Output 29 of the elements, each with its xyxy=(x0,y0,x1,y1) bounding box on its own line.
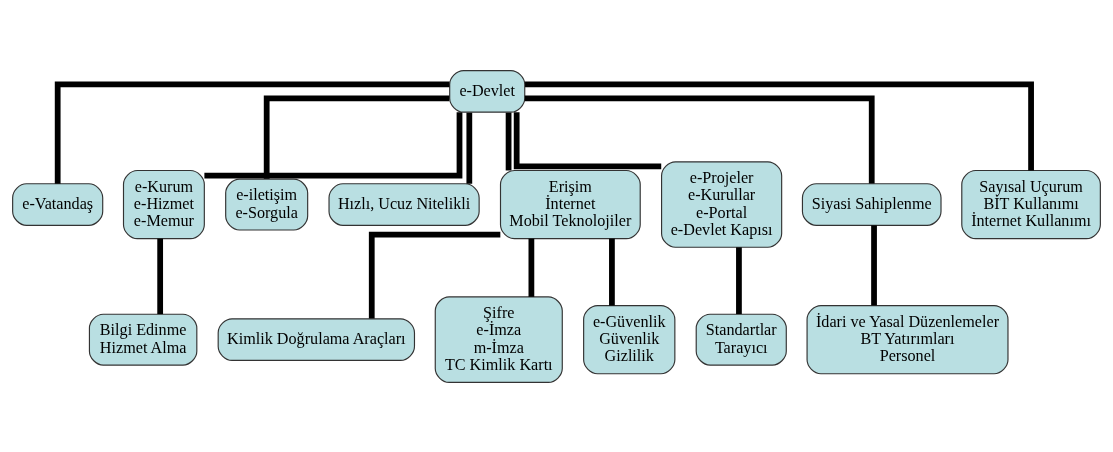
node-box: Şifre e-İmza m-İmza TC Kimlik Kartı xyxy=(434,295,563,383)
connector xyxy=(157,238,164,314)
node-box: e-Devlet xyxy=(449,69,526,113)
connector xyxy=(505,112,512,170)
connector xyxy=(609,238,615,306)
connector xyxy=(524,94,875,184)
connector xyxy=(263,94,450,179)
connector xyxy=(525,81,1034,170)
node-box: Hızlı, Ucuz Nitelikli xyxy=(328,182,480,226)
connector xyxy=(736,246,742,314)
node-box: Siyasi Sahiplenme xyxy=(801,182,942,226)
node-box: Bilgi Edinme Hizmet Alma xyxy=(88,313,198,366)
connector xyxy=(513,111,662,169)
node-box: e-Kurum e-Hizmet e-Memur xyxy=(122,169,205,239)
node-box: Erişim İnternet Mobil Teknolojiler xyxy=(499,169,641,239)
connector xyxy=(466,112,473,184)
connector xyxy=(204,111,463,179)
node-box: İdari ve Yasal Düzenlemeler BT Yatırımları Personel xyxy=(806,304,1009,374)
connector xyxy=(54,81,450,184)
node-box: e-Projeler e-Kurullar e-Portal e-Devlet Kapısı xyxy=(661,160,783,248)
connector xyxy=(871,224,877,305)
node-box: e-iletişim e-Sorgula xyxy=(225,178,309,231)
node-box: Standartlar Tarayıcı xyxy=(695,313,787,366)
node-box: Kimlik Doğrulama Araçları xyxy=(217,317,416,361)
node-box: e-Güvenlik Güvenlik Gizlilik xyxy=(583,304,676,374)
node-box: Sayısal Uçurum BİT Kullanımı İnternet Kullanımı xyxy=(961,169,1101,239)
connector xyxy=(368,231,501,318)
node-box: e-Vatandaş xyxy=(12,182,104,226)
connector xyxy=(528,238,535,297)
